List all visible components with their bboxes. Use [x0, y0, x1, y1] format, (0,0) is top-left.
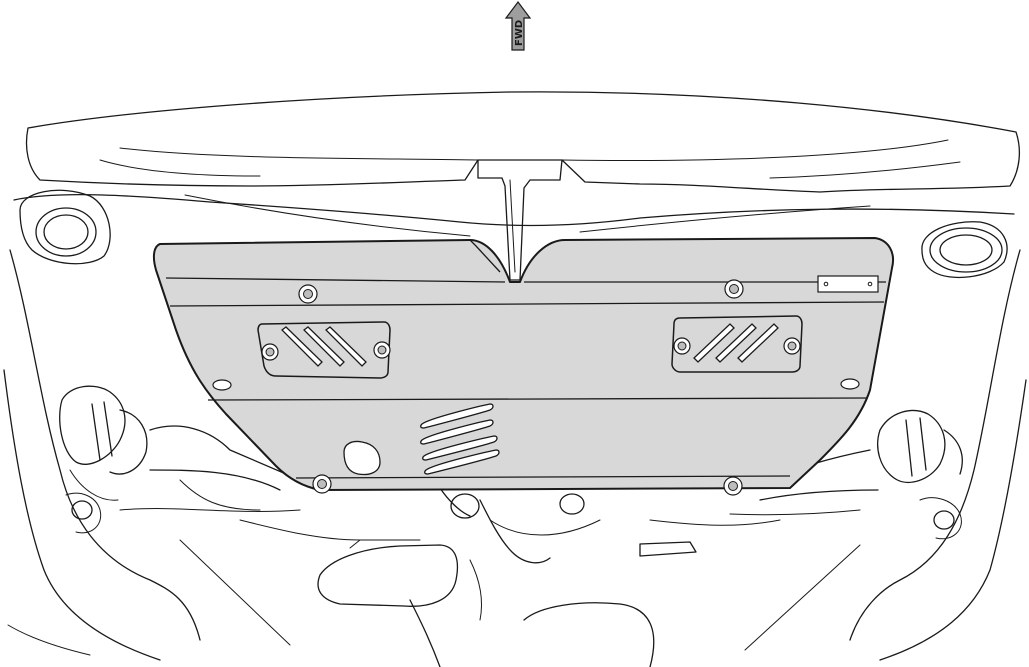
- right-fog-light: [921, 221, 1008, 279]
- bolt-4: [373, 341, 391, 359]
- bolt-2: [724, 279, 744, 299]
- left-fog-light: [19, 189, 111, 265]
- bolt-6: [783, 337, 801, 355]
- skid-plate: [152, 237, 894, 496]
- up-arrow-icon: [504, 0, 532, 51]
- bolt-3: [261, 343, 279, 361]
- fwd-label: FWD: [514, 20, 525, 46]
- plate-label-tag: [817, 275, 879, 293]
- fwd-direction-marker: FWD: [504, 0, 532, 51]
- left-suspension: [59, 385, 301, 534]
- bolt-7: [312, 474, 332, 494]
- left-wheel: [3, 249, 291, 661]
- front-bumper: [25, 91, 1021, 281]
- access-port: [343, 440, 381, 476]
- right-vent-panel: [671, 315, 803, 373]
- plate-hole-left: [212, 379, 232, 391]
- plate-hole-right: [840, 378, 860, 390]
- center-vent-slots: [420, 403, 500, 475]
- bolt-5: [673, 337, 691, 355]
- bolt-8: [723, 476, 743, 496]
- lower-bumper: [13, 194, 1015, 237]
- right-wheel: [744, 249, 1027, 661]
- skid-plate-body: [152, 237, 894, 491]
- underbody-components: [239, 487, 781, 667]
- bolt-1: [298, 284, 318, 304]
- left-vent-panel: [257, 321, 391, 379]
